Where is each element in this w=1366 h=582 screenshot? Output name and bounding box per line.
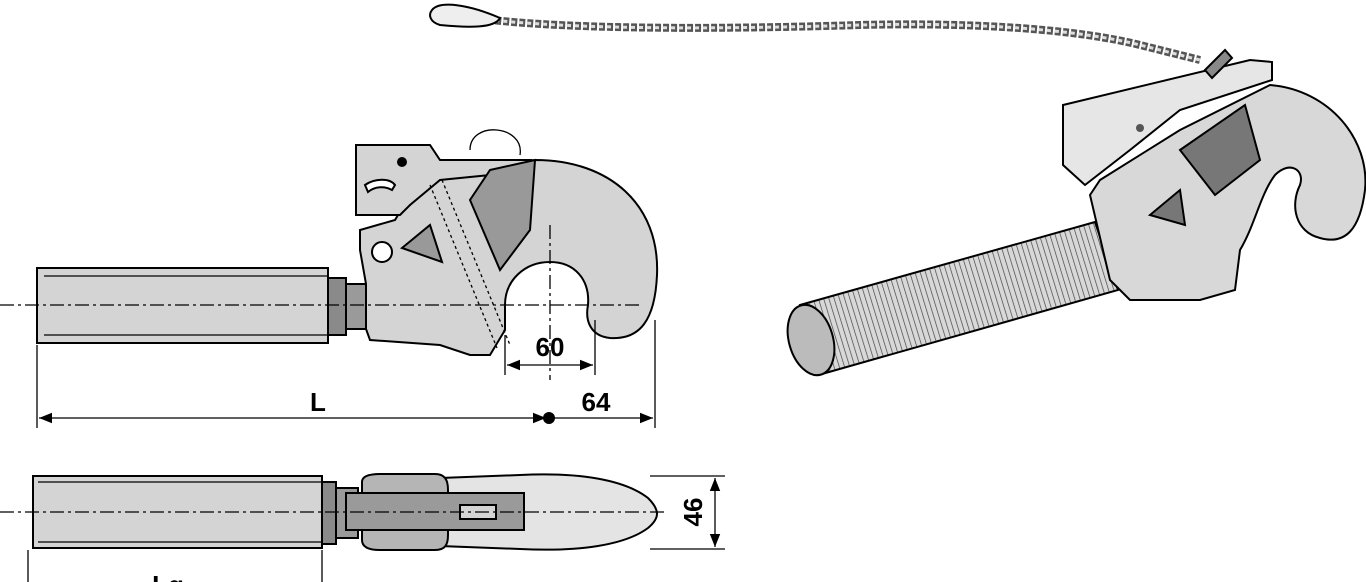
reference-point (543, 412, 555, 424)
top-view: 46 Lg (0, 473, 725, 582)
perspective-view (429, 3, 1366, 377)
threaded-shaft-3d (798, 220, 1120, 376)
collar (327, 277, 347, 336)
triangle-marker (399, 223, 444, 264)
dim-thread-length: Lg (152, 570, 184, 582)
dim-length: L (310, 387, 326, 417)
slot (363, 178, 397, 194)
hook-body-3d (1088, 83, 1366, 301)
pivot-pin (397, 157, 407, 167)
neck (345, 283, 367, 330)
triangle-3d (1147, 188, 1187, 227)
shaft-end (786, 303, 836, 377)
dim-jaw-opening: 60 (536, 332, 565, 362)
dim-hook-offset: 64 (582, 387, 611, 417)
wedge-3d (1178, 103, 1262, 197)
top-collar (321, 481, 337, 545)
bolt-hole (371, 241, 393, 263)
latch-ring (469, 129, 521, 156)
snap-hook (429, 3, 502, 28)
chain (439, 8, 1201, 64)
latch-housing-3d (1062, 58, 1273, 187)
latch-lever (468, 158, 537, 272)
dim-width: 46 (678, 498, 708, 527)
side-view: 60 L 64 (0, 129, 659, 428)
